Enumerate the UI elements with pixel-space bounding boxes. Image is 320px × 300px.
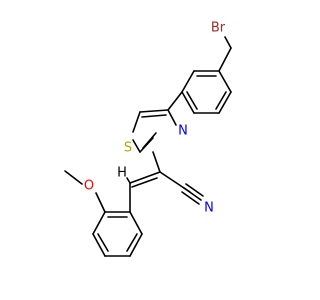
- bond-ring1: [218, 47, 232, 72]
- bond-thz4: [167, 109, 177, 126]
- bond-c-o: [95, 192, 106, 213]
- bond-vinyl: [129, 171, 161, 184]
- bonds: [64, 36, 232, 257]
- bond-thz5: [132, 139, 141, 153]
- atom-hydrogen-vinyl: H: [117, 166, 127, 181]
- bond-mring-inner1: [97, 233, 109, 252]
- bond-br-c: [224, 36, 232, 49]
- bond-ring-inner3: [215, 91, 227, 110]
- bond-thz3-double: [142, 132, 157, 149]
- atom-oxygen-methoxy: O: [84, 179, 94, 194]
- atom-nitrogen-thiazole: N: [178, 124, 188, 139]
- bond-ring-inner2: [186, 91, 198, 110]
- atom-labels: Br N S N O H: [84, 21, 226, 216]
- bond-ring7: [218, 70, 232, 93]
- molecule-diagram: Br N S N O H: [64, 20, 232, 257]
- bond-thz1: [139, 109, 169, 113]
- bond-cn-3: [181, 191, 200, 205]
- atom-bromine: Br: [211, 21, 226, 36]
- bond-vinyl-double: [131, 177, 158, 188]
- bond-thz-vinyl: [152, 151, 161, 173]
- bond-mring-inner2: [126, 233, 138, 252]
- atom-sulfur: S: [124, 141, 132, 156]
- bond-ring3: [181, 70, 195, 93]
- bond-o-ch3: [64, 170, 83, 185]
- atom-nitrogen-nitrile: N: [204, 201, 214, 216]
- bond-vinyl-h: [126, 177, 131, 184]
- bond-ring4: [181, 91, 195, 114]
- bond-mring2: [92, 211, 106, 235]
- bond-mring5: [129, 233, 143, 257]
- bond-thz2: [132, 111, 141, 133]
- bond-cn-1: [183, 187, 202, 201]
- bond-thz1-double: [141, 114, 167, 118]
- bond-ring6: [218, 91, 232, 114]
- bond-cn-2: [185, 183, 204, 197]
- bond-mring3: [92, 233, 106, 257]
- structure-svg: Br N S N O H: [64, 21, 232, 257]
- bond-aryl-thiazole: [167, 91, 183, 111]
- bond-mring6: [129, 211, 143, 235]
